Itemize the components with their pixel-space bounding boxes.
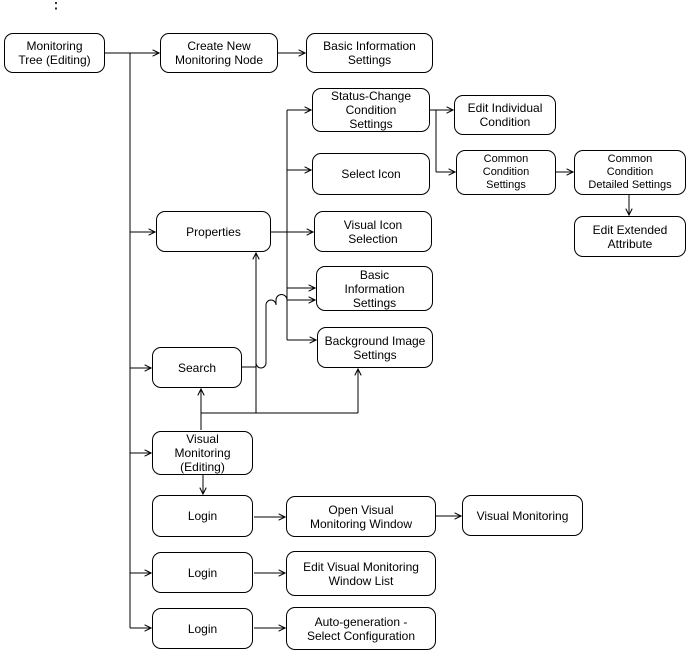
node-login-2: Login <box>152 552 253 593</box>
node-open-visual-monitoring-window: Open Visual Monitoring Window <box>286 496 436 537</box>
node-common-condition-settings: Common Condition Settings <box>456 150 556 195</box>
node-search: Search <box>152 347 242 388</box>
node-visual-icon-selection: Visual Icon Selection <box>314 211 432 252</box>
node-basic-information-settings-2: Basic Information Settings <box>316 266 433 311</box>
node-select-icon: Select Icon <box>312 153 430 195</box>
node-edit-extended-attribute: Edit Extended Attribute <box>574 216 686 257</box>
node-edit-individual-condition: Edit Individual Condition <box>454 95 556 135</box>
node-visual-monitoring-editing: Visual Monitoring (Editing) <box>152 431 253 475</box>
node-login-1: Login <box>152 495 253 537</box>
node-basic-information-settings-1: Basic Information Settings <box>306 33 433 73</box>
node-edit-visual-monitoring-window-list: Edit Visual Monitoring Window List <box>286 551 436 596</box>
node-background-image-settings: Background Image Settings <box>317 327 433 368</box>
node-monitoring-tree: Monitoring Tree (Editing) <box>4 33 105 73</box>
node-common-condition-detailed-settings: Common Condition Detailed Settings <box>574 150 686 195</box>
node-login-3: Login <box>152 608 253 649</box>
node-visual-monitoring: Visual Monitoring <box>462 495 583 536</box>
node-properties: Properties <box>156 211 271 252</box>
node-status-change-condition-settings: Status-Change Condition Settings <box>312 88 430 132</box>
node-auto-generation-select-configuration: Auto-generation - Select Configuration <box>286 607 436 650</box>
node-create-new-monitoring-node: Create New Monitoring Node <box>160 33 278 73</box>
continuation-ellipsis: ⋮ <box>48 0 64 12</box>
